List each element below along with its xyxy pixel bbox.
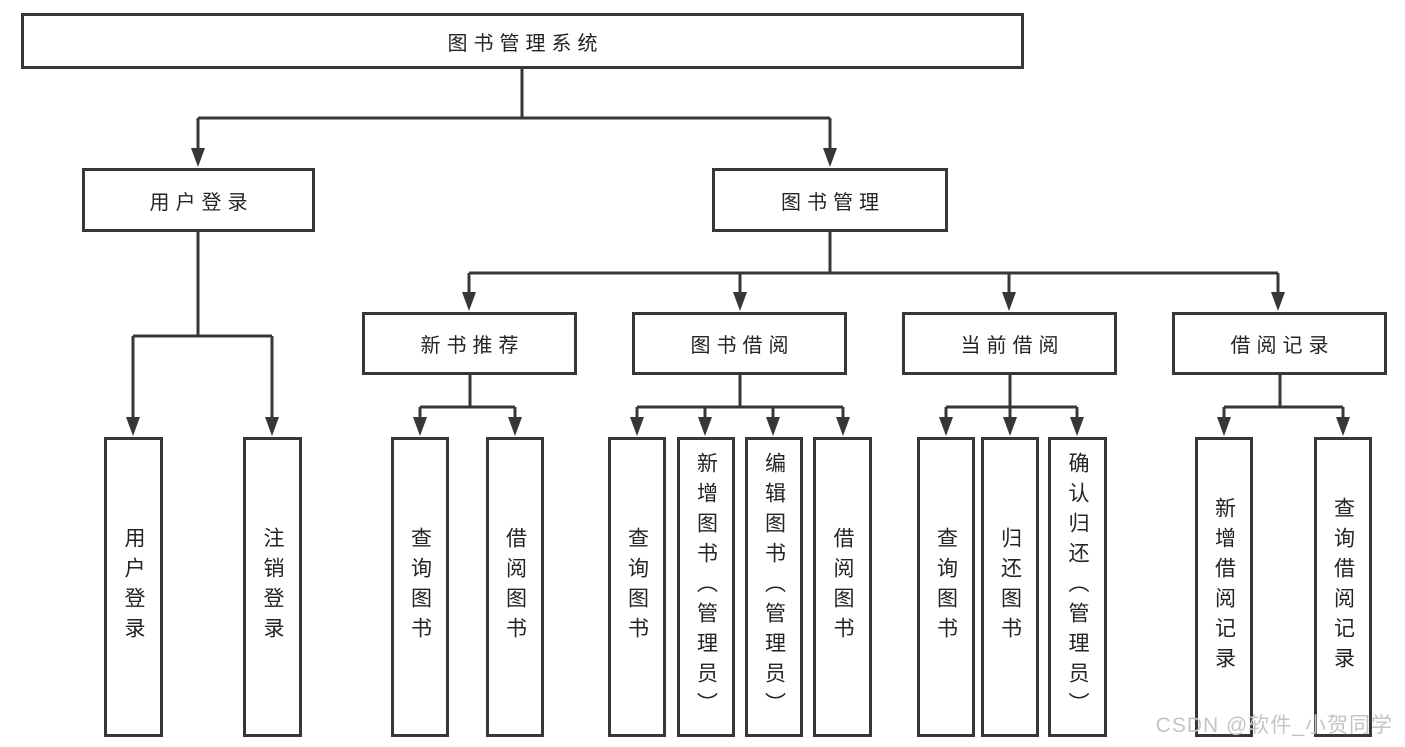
leaf-label: 新增借阅记录: [1212, 497, 1236, 677]
node-library-management-system: 图书管理系统: [21, 13, 1024, 69]
leaf-label: 查询借阅记录: [1331, 497, 1355, 677]
node-label: 图书管理系统: [447, 32, 604, 55]
leaf-user-login: 用户登录: [104, 437, 163, 737]
node-label: 图书管理: [781, 191, 885, 214]
leaf-confirm-return-admin: 确认归还（管理员）: [1048, 437, 1107, 737]
leaf-add-books-admin: 新增图书（管理员）: [677, 437, 735, 737]
node-label: 借阅记录: [1230, 335, 1335, 357]
leaf-label: 借阅图书: [831, 527, 854, 647]
leaf-label: 查询图书: [408, 527, 432, 647]
node-user-login: 用户登录: [82, 168, 315, 232]
leaf-label: 查询图书: [625, 527, 649, 647]
leaf-label: 编辑图书（管理员）: [762, 452, 786, 722]
leaf-query-books-1: 查询图书: [391, 437, 449, 737]
node-label: 当前借阅: [960, 335, 1065, 357]
leaf-label: 新增图书（管理员）: [694, 452, 718, 722]
arrowhead-icons: [126, 148, 1350, 436]
leaf-return-books: 归还图书: [981, 437, 1039, 737]
watermark: CSDN @软件_小贺同学: [1155, 714, 1393, 737]
node-book-management: 图书管理: [712, 168, 948, 232]
leaf-label: 注销登录: [261, 527, 284, 647]
leaf-logout: 注销登录: [243, 437, 302, 737]
leaf-borrow-books-1: 借阅图书: [486, 437, 544, 737]
leaf-label: 借阅图书: [503, 527, 527, 647]
leaf-label: 用户登录: [122, 527, 145, 647]
leaf-borrow-books-2: 借阅图书: [813, 437, 872, 737]
node-book-borrowing: 图书借阅: [632, 312, 847, 375]
node-current-borrowing: 当前借阅: [902, 312, 1117, 375]
leaf-edit-books-admin: 编辑图书（管理员）: [745, 437, 803, 737]
node-label: 新书推荐: [420, 335, 525, 357]
leaf-query-borrow-record: 查询借阅记录: [1314, 437, 1372, 737]
leaf-label: 确认归还（管理员）: [1066, 452, 1089, 722]
leaf-label: 查询图书: [934, 527, 958, 647]
leaf-add-borrow-record: 新增借阅记录: [1195, 437, 1253, 737]
leaf-label: 归还图书: [998, 527, 1022, 647]
leaf-query-books-3: 查询图书: [917, 437, 975, 737]
node-label: 图书借阅: [690, 335, 795, 357]
node-borrowing-records: 借阅记录: [1172, 312, 1387, 375]
leaf-query-books-2: 查询图书: [608, 437, 666, 737]
node-label: 用户登录: [149, 191, 254, 214]
connector-shafts: [131, 69, 1345, 418]
node-new-book-recommend: 新书推荐: [362, 312, 577, 375]
